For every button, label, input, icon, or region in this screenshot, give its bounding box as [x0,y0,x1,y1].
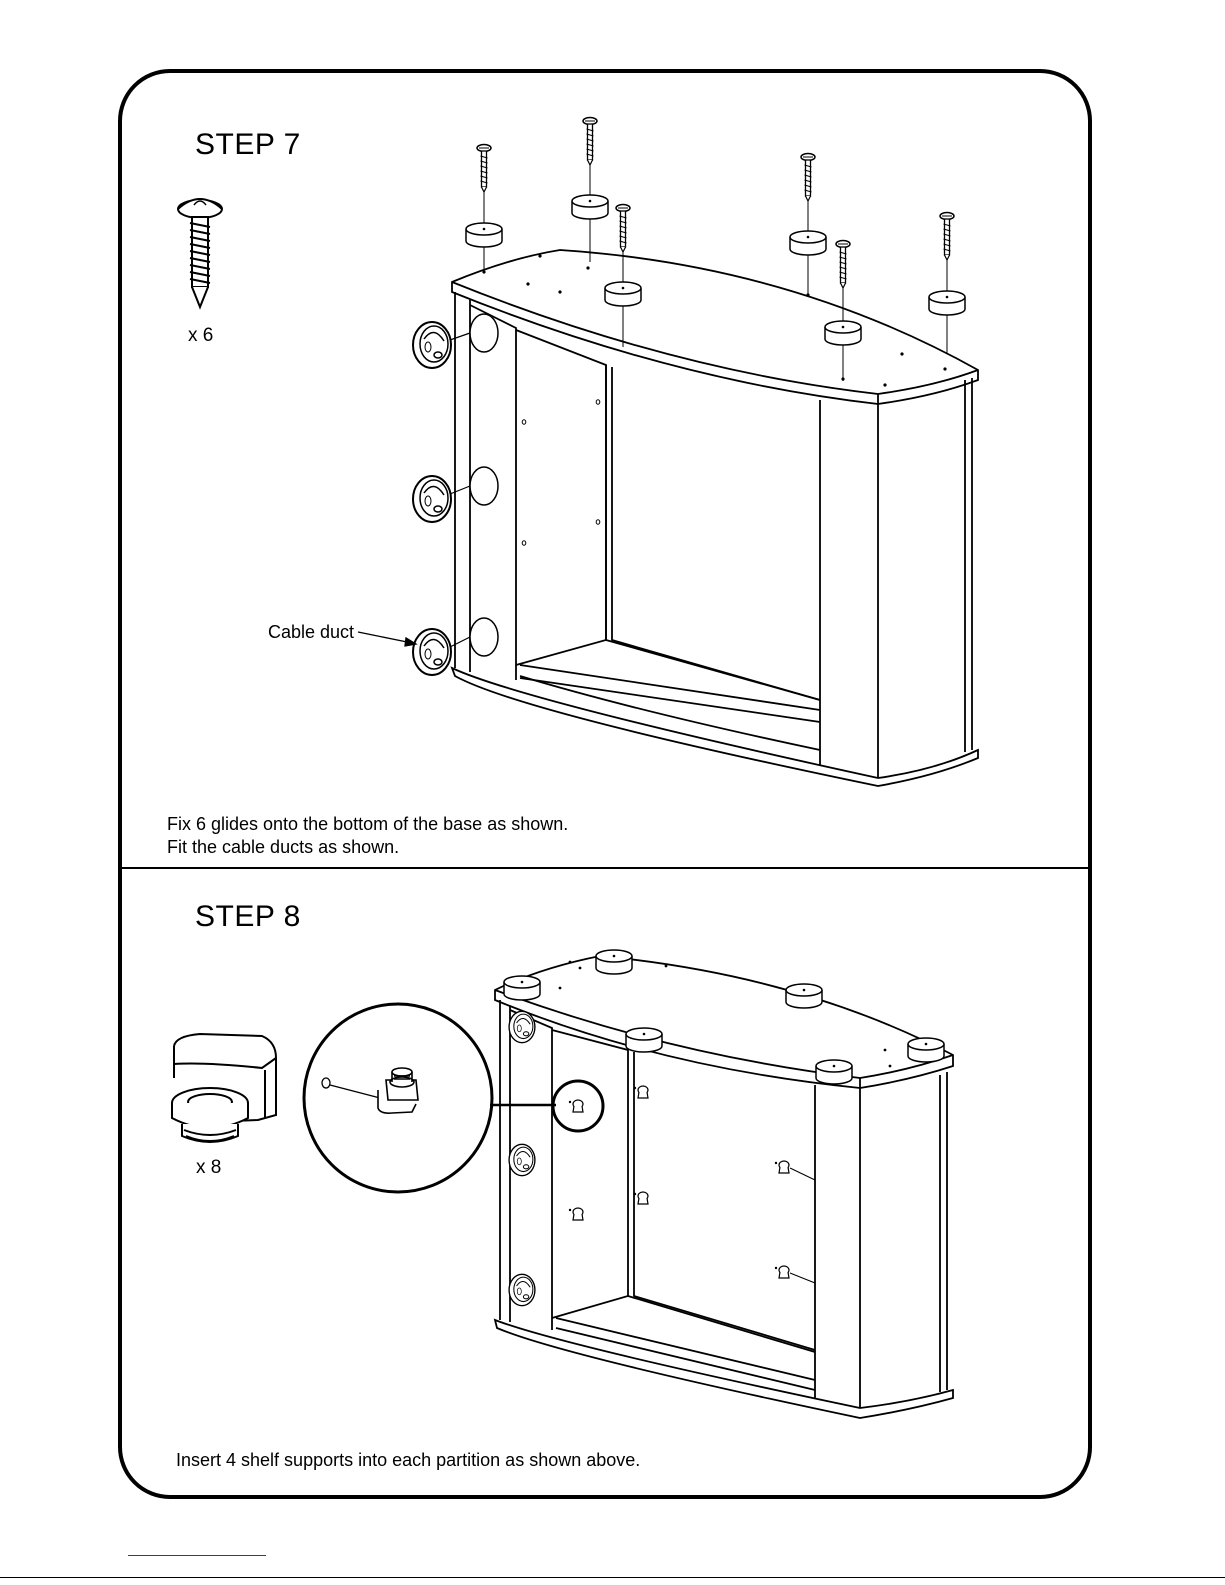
cable-duct-icon [509,1274,535,1305]
cable-duct-icon [509,1144,535,1175]
cable-duct-icon [413,322,451,675]
shelf-support-icon [172,1034,276,1142]
pin-holes [522,400,600,545]
footer-link-underline [128,1555,266,1556]
base-cabinet-step8 [495,956,953,1418]
cable-duct-icon [509,1011,535,1042]
cable-duct-arrow [358,632,416,646]
base-cabinet-step7 [452,250,978,786]
duct-holes [470,314,498,656]
footer-rule [0,1577,1225,1578]
screw-icon [178,199,222,307]
magnifier-detail-icon [304,1004,492,1192]
